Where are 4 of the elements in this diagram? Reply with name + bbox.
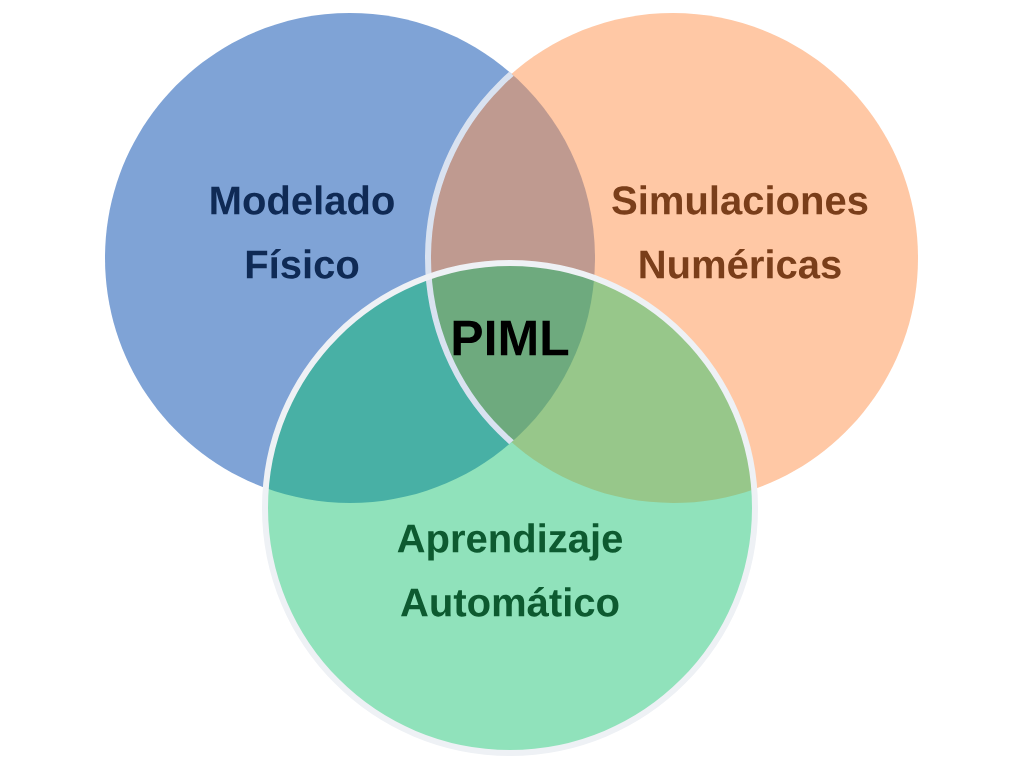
- center-label: PIML: [453, 320, 569, 356]
- circle-label: Simulaciones Numéricas: [612, 185, 868, 279]
- circle-label: Aprendizaje Automático: [397, 523, 622, 617]
- circle-label: Modelado Físico: [211, 185, 394, 279]
